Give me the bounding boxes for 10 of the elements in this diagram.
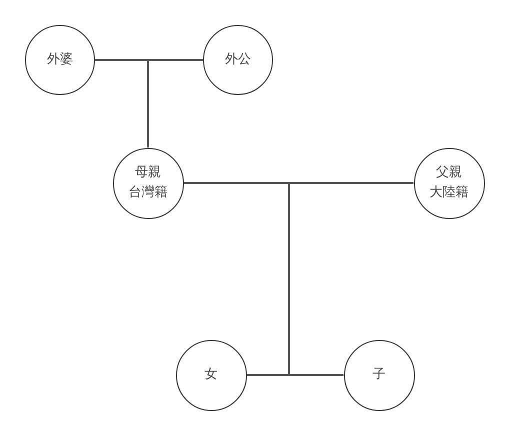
- person-label: 女: [204, 366, 218, 384]
- person-label: 台灣籍: [128, 184, 168, 202]
- connector-line: [147, 59, 203, 148]
- person-label: 大陸籍: [430, 184, 468, 202]
- person-label: 外婆: [47, 51, 73, 69]
- person-label: 母親: [135, 164, 161, 182]
- person-label: 子: [372, 366, 386, 384]
- connector-line: [288, 182, 414, 376]
- person-label: 外公: [225, 51, 251, 69]
- person-label: 父親: [436, 164, 462, 182]
